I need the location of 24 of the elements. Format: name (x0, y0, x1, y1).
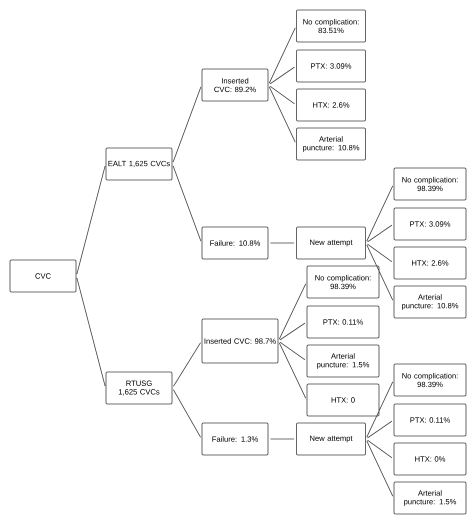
connector-line (278, 342, 306, 399)
connector-line (366, 185, 394, 242)
connector-line (270, 66, 295, 84)
connector-line (268, 27, 296, 84)
connector-line (366, 440, 394, 497)
connector-line (367, 224, 392, 242)
connector-line (367, 440, 392, 458)
connector-line (76, 166, 106, 274)
connector-line (173, 389, 202, 438)
connector-line (172, 165, 202, 242)
connector-line (366, 244, 394, 301)
connector-line (268, 86, 296, 143)
connector-line (366, 381, 394, 438)
connector-line (270, 242, 294, 244)
connector-line (173, 342, 201, 387)
connector-line (280, 342, 306, 360)
connector-line (172, 86, 202, 163)
connector-line (280, 322, 306, 340)
connector-line (367, 244, 392, 262)
connector-line (367, 420, 392, 438)
connector-line (278, 283, 306, 340)
connector-line (76, 278, 106, 386)
connector-line (270, 438, 294, 440)
connector-line (270, 86, 295, 104)
